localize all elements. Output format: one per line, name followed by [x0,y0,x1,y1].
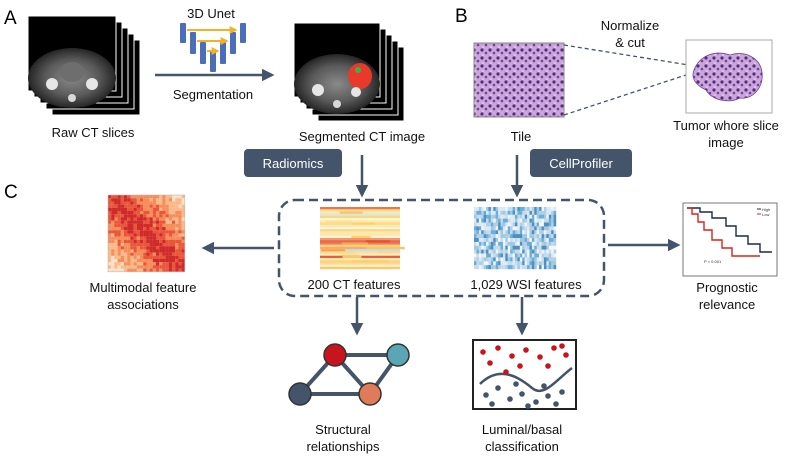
class-point-navy [541,383,547,389]
raw-ct-caption: Raw CT slices [52,125,135,140]
tumor-mask [348,63,372,89]
radiomics-badge: Radiomics [244,149,342,177]
panel-label-c: C [4,182,18,203]
class-point-navy [507,396,513,402]
prognostic-caption-line1: Prognostic [696,280,758,295]
ct-feature-heatmap [320,207,405,270]
class-point-red [545,363,551,369]
class-point-navy [533,399,539,405]
zoom-line-bottom [563,71,696,116]
wsi-caption-line2: image [708,135,743,150]
cellprofiler-badge: CellProfiler [530,149,632,177]
cellprofiler-label: CellProfiler [549,156,613,171]
graph-node-salmon [358,382,382,406]
km-plot: High Low P < 0.001 [682,202,778,277]
graph-node-red [323,343,347,367]
prognostic-caption-line2: relevance [699,297,755,312]
normalize-label-line2: & cut [615,35,645,50]
class-point-red [509,353,515,359]
classification-caption-line1: Luminal/basal [482,422,562,437]
tile-caption: Tile [511,129,531,144]
radiomics-label: Radiomics [263,156,324,171]
km-legend-2: Low [762,212,769,217]
feature-box [277,198,606,298]
segmented-ct-stack [293,22,405,122]
classification-caption-line2: classification [485,439,559,454]
segmentation-label: Segmentation [173,87,253,102]
raw-ct-stack [27,15,141,116]
class-point-red [480,349,486,355]
structural-caption-line2: relationships [307,439,380,454]
segmented-ct-caption: Segmented CT image [299,129,425,144]
decision-boundary [479,367,573,393]
whole-slide-image [685,39,773,114]
raw-ct-slice [27,15,117,108]
structural-graph [288,343,410,406]
class-point-red [559,343,565,349]
class-point-red [487,360,493,366]
class-point-navy [525,403,531,409]
segmented-ct-slice [293,22,381,114]
class-point-navy [559,389,565,395]
class-point-red [563,352,569,358]
unet-icon [180,23,246,72]
class-point-navy [519,391,525,397]
class-point-red [503,369,509,375]
histology-tile [473,42,565,118]
class-point-red [517,363,523,369]
multimodal-caption-line1: Multimodal feature [90,280,197,295]
km-pvalue: P < 0.001 [704,259,722,264]
structural-caption-line1: Structural [315,422,371,437]
class-point-red [537,354,543,360]
panel-label-a: A [4,8,17,29]
class-point-red [551,345,557,351]
class-point-red [495,345,501,351]
unet-title: 3D Unet [187,6,235,21]
class-point-navy [513,381,519,387]
wsi-caption-line1: Tumor whore slice [673,118,779,133]
ct-features-caption: 200 CT features [308,277,401,292]
class-point-navy [483,392,489,398]
normalize-label-line1: Normalize [601,18,660,33]
graph-node-navy [288,382,312,406]
km-curve-low [687,207,760,257]
wsi-feature-heatmap [474,207,557,270]
class-point-red [523,347,529,353]
class-point-navy [553,401,559,407]
panel-label-b: B [455,6,468,27]
correlation-matrix [107,194,186,273]
class-point-navy [495,385,501,391]
class-point-navy [489,401,495,407]
wsi-features-caption: 1,029 WSI features [470,277,582,292]
km-curve-high [687,207,772,253]
classification-plot [472,339,577,410]
km-legend-1: High [762,207,770,212]
zoom-line-top [563,44,696,67]
multimodal-caption-line2: associations [107,297,179,312]
graph-node-teal [386,343,410,367]
class-point-navy [545,393,551,399]
